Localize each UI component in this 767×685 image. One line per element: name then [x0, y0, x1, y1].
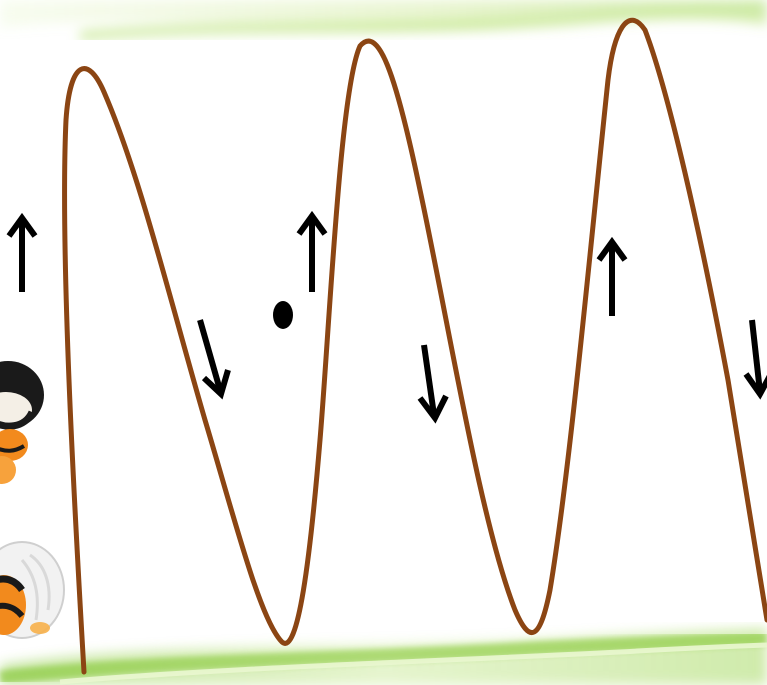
dot-marker	[273, 301, 293, 329]
arrow-down-2	[417, 344, 449, 424]
bee-mascot-icon	[0, 361, 65, 639]
arrow-down-1	[197, 319, 231, 400]
arrow-up-3	[596, 236, 628, 316]
arrow-up-1	[6, 212, 38, 292]
wave-line	[62, 17, 767, 675]
bottom-green-glow	[0, 628, 767, 685]
arrow-up-2	[296, 210, 328, 292]
arrow-down-3	[743, 319, 767, 400]
top-green-glow	[0, 0, 767, 41]
